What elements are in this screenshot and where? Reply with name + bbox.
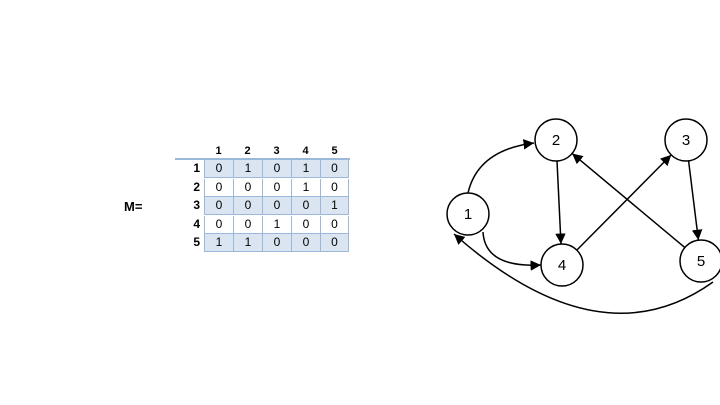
graph-node-label: 4 — [558, 257, 566, 274]
matrix-cell: 1 — [291, 179, 320, 197]
graph-node-circle — [534, 118, 578, 162]
graph-edge-1-to-2 — [467, 139, 535, 194]
matrix-cell: 0 — [291, 197, 320, 215]
matrix-column-header: 3 — [273, 145, 280, 157]
graph-edge-5-to-1 — [453, 233, 714, 314]
matrix-cell: 0 — [204, 216, 233, 234]
graph-node-label: 5 — [697, 253, 705, 270]
graph-node-circle — [540, 243, 584, 287]
matrix-cell: 0 — [320, 179, 349, 197]
matrix-row-header: 4 — [193, 217, 200, 231]
matrix-cell: 0 — [262, 160, 291, 178]
graph-edge-1-to-4 — [482, 231, 542, 271]
matrix-top-rule — [175, 158, 350, 160]
matrix-cell: 1 — [204, 234, 233, 252]
matrix-column-header: 4 — [302, 145, 309, 157]
matrix-row-header: 2 — [193, 180, 200, 194]
graph-node-4: 4 — [540, 243, 584, 287]
matrix-cell: 0 — [204, 160, 233, 178]
matrix-cell: 0 — [233, 197, 262, 215]
graph-edge-4-to-3 — [576, 154, 672, 251]
matrix-label: M= — [124, 199, 143, 214]
matrix-column-header: 1 — [215, 145, 222, 157]
matrix-cell: 0 — [320, 216, 349, 234]
matrix-cell: 0 — [262, 197, 291, 215]
graph-node-label: 2 — [552, 132, 560, 149]
matrix-cell: 0 — [291, 234, 320, 252]
graph-node-2: 2 — [534, 118, 578, 162]
matrix-cell: 1 — [233, 234, 262, 252]
graph-node-circle — [664, 118, 708, 162]
matrix-cell: 0 — [262, 234, 291, 252]
matrix-cell: 1 — [320, 197, 349, 215]
matrix-cell: 1 — [233, 160, 262, 178]
graph-edge-3-to-5 — [687, 160, 703, 241]
matrix-cell: 1 — [262, 216, 291, 234]
matrix-column-header: 2 — [244, 145, 251, 157]
matrix-cell: 0 — [291, 216, 320, 234]
graph-edge-5-to-2 — [571, 152, 686, 249]
matrix-row-header: 1 — [193, 161, 200, 175]
graph-node-circle — [679, 239, 720, 283]
graph-node-3: 3 — [664, 118, 708, 162]
graph-node-1: 1 — [446, 192, 490, 236]
graph-node-5: 5 — [679, 239, 720, 283]
matrix-row-header: 5 — [193, 235, 200, 249]
matrix-cell: 0 — [233, 179, 262, 197]
graph-node-label: 3 — [682, 132, 690, 149]
matrix-cell: 0 — [320, 234, 349, 252]
matrix-column-header: 5 — [331, 145, 338, 157]
matrix-cell: 0 — [320, 160, 349, 178]
matrix-cell: 0 — [262, 179, 291, 197]
matrix-row-header: 3 — [193, 198, 200, 212]
graph-node-label: 1 — [464, 206, 472, 223]
matrix-cell: 0 — [204, 179, 233, 197]
matrix-cell: 1 — [291, 160, 320, 178]
graph-edge-2-to-4 — [555, 160, 566, 245]
matrix-cell: 0 — [233, 216, 262, 234]
matrix-cell: 0 — [204, 197, 233, 215]
graph-node-circle — [446, 192, 490, 236]
